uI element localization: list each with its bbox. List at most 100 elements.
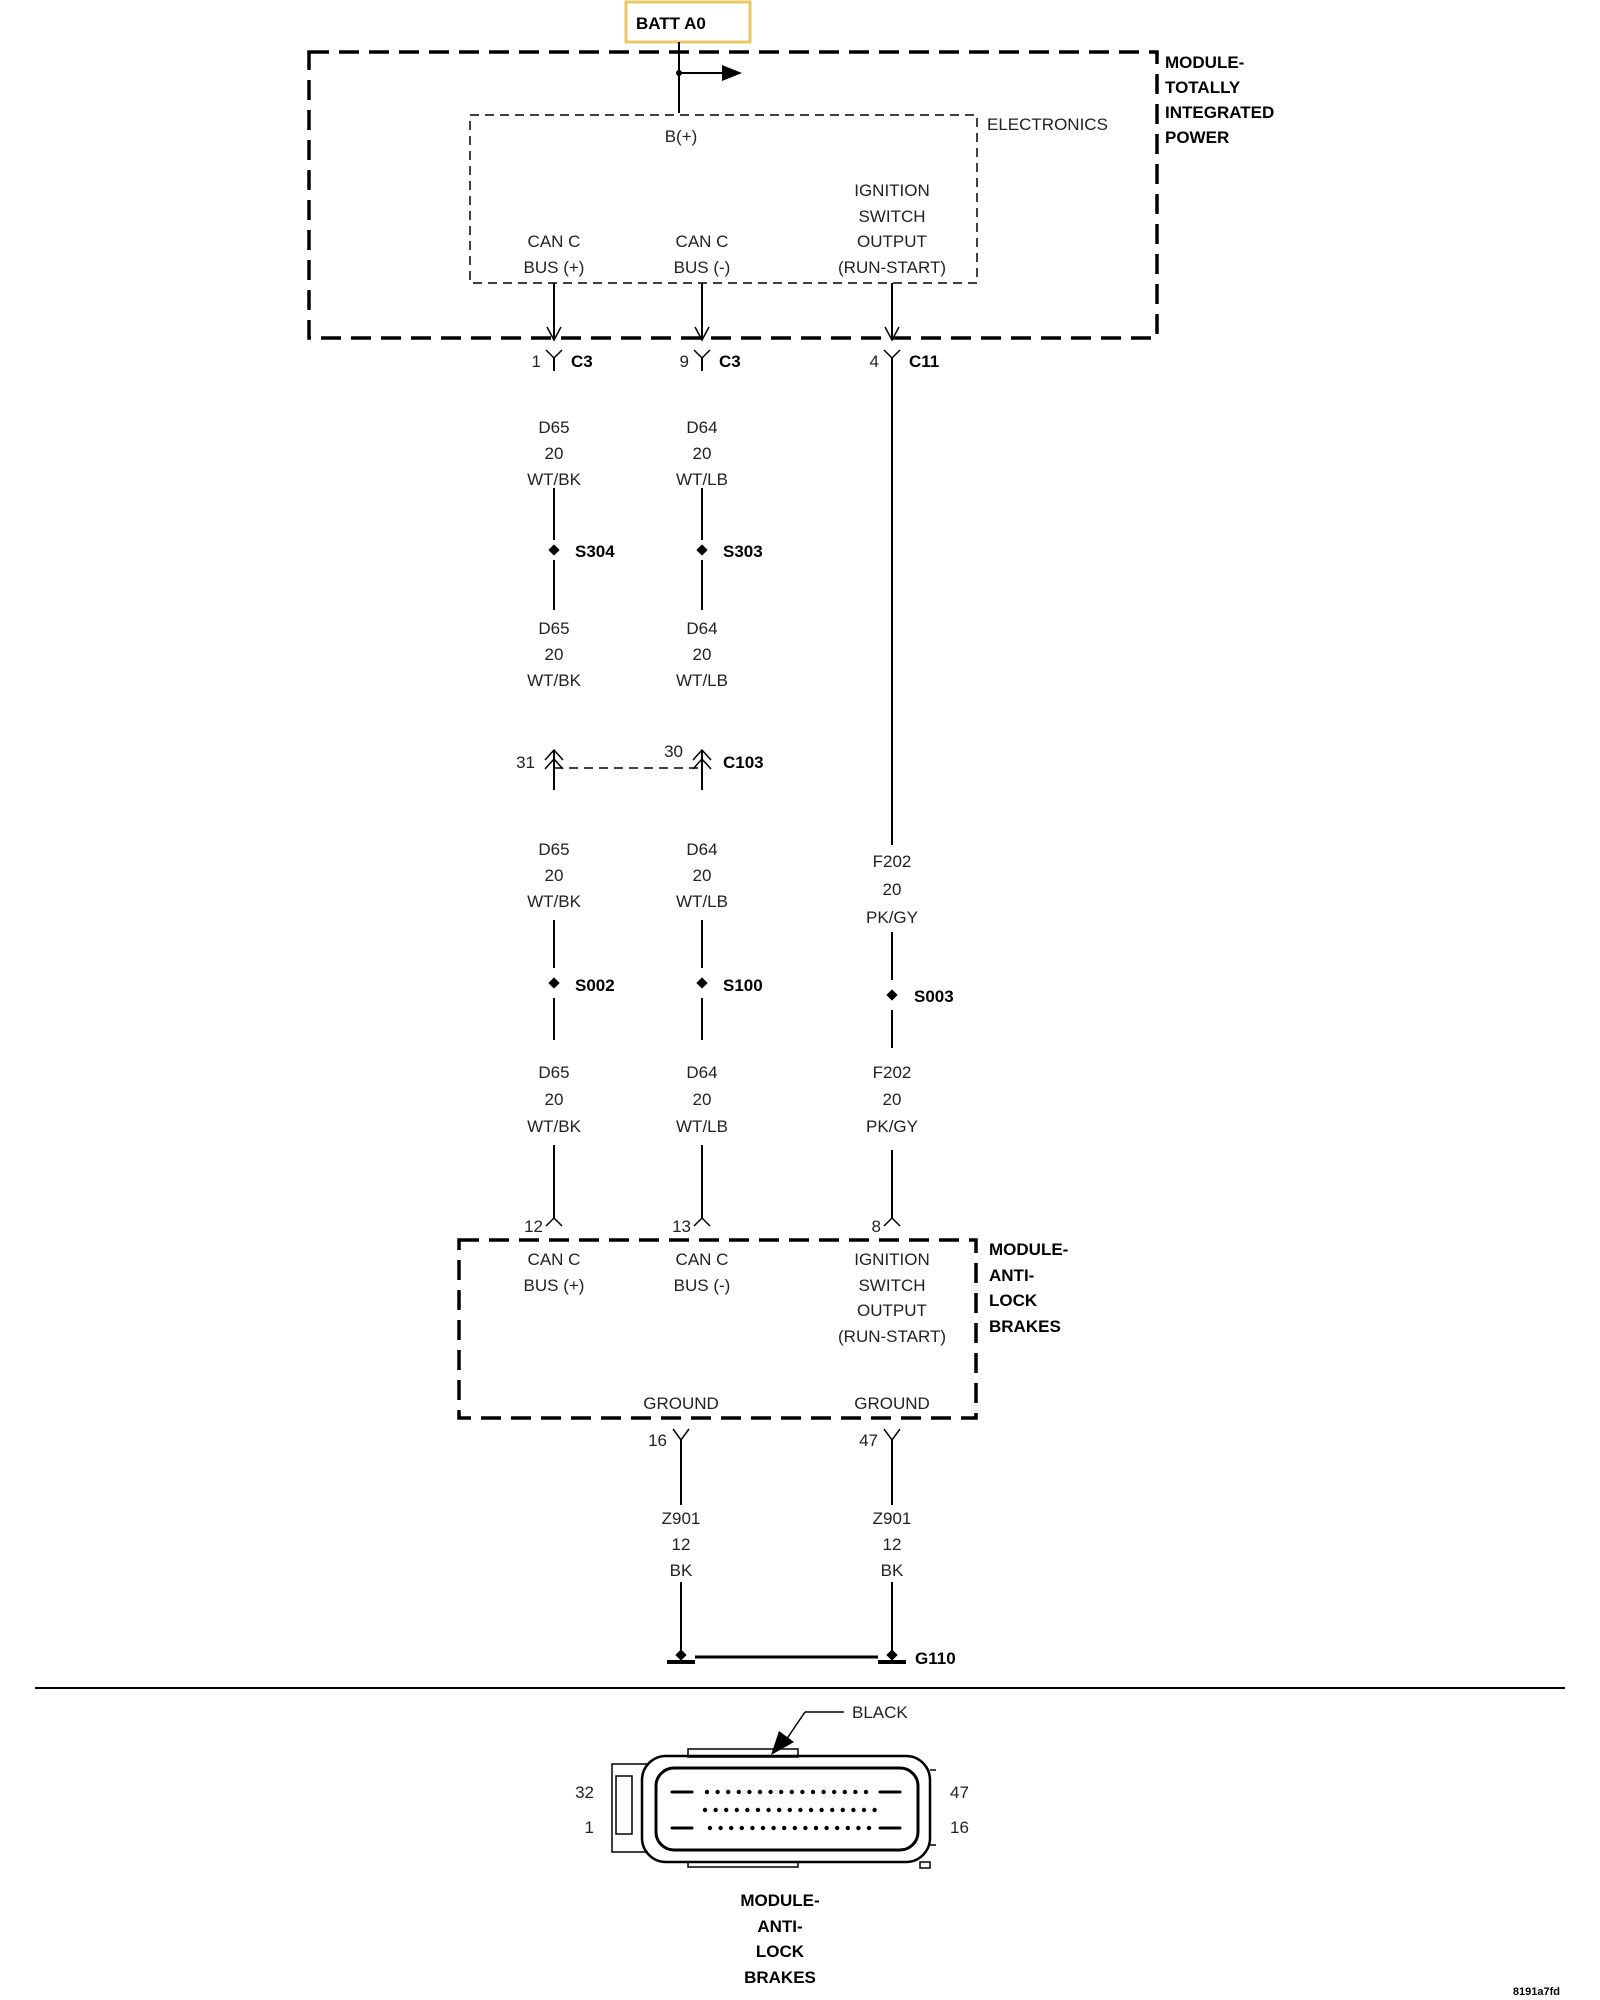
connector-pin-dot bbox=[768, 1789, 773, 1795]
svg-text:BRAKES: BRAKES bbox=[989, 1317, 1061, 1336]
connector-pin-dot bbox=[872, 1807, 877, 1813]
connector-pin-dot bbox=[766, 1807, 771, 1813]
wire-d64 bbox=[693, 283, 711, 1227]
connector-pin-dot bbox=[824, 1825, 829, 1831]
svg-text:20: 20 bbox=[545, 1090, 564, 1109]
svg-text:D65: D65 bbox=[538, 1063, 569, 1082]
connector-pin-4: 4 bbox=[870, 352, 879, 371]
svg-text:BUS (-): BUS (-) bbox=[674, 1276, 731, 1295]
connector-pin-dot bbox=[835, 1825, 840, 1831]
splice-s003-label: S003 bbox=[914, 987, 954, 1006]
z901-label-2: Z901 12 BK bbox=[873, 1509, 912, 1580]
c103-pin-30: 30 bbox=[664, 742, 683, 761]
wire-z901-2 bbox=[883, 1428, 901, 1650]
f202-label-2: F202 20 PK/GY bbox=[866, 1063, 918, 1136]
d65-label-3: D65 20 WT/BK bbox=[527, 840, 581, 911]
connector-pin-dot bbox=[813, 1825, 819, 1831]
connector-pin-dot bbox=[808, 1807, 814, 1813]
svg-text:Z901: Z901 bbox=[873, 1509, 912, 1528]
svg-text:MODULE-: MODULE- bbox=[740, 1891, 819, 1910]
connector-c3-a: C3 bbox=[571, 352, 593, 371]
connector-pin-dot bbox=[755, 1807, 761, 1813]
connector-view-title: MODULE- ANTI- LOCK BRAKES bbox=[740, 1891, 819, 1987]
svg-text:CAN C: CAN C bbox=[528, 232, 581, 251]
d64-label-2: D64 20 WT/LB bbox=[676, 619, 728, 690]
svg-text:20: 20 bbox=[693, 444, 712, 463]
battery-feed bbox=[676, 42, 742, 113]
svg-text:D64: D64 bbox=[686, 619, 717, 638]
abs-ignition-label: IGNITION SWITCH OUTPUT (RUN-START) bbox=[838, 1250, 946, 1346]
svg-text:20: 20 bbox=[693, 1090, 712, 1109]
battery-label-box bbox=[624, 0, 752, 44]
svg-text:20: 20 bbox=[883, 1090, 902, 1109]
splice-s304 bbox=[548, 544, 560, 556]
connector-pin-dot bbox=[739, 1825, 744, 1831]
connector-pin-dot bbox=[845, 1825, 850, 1831]
svg-text:BRAKES: BRAKES bbox=[744, 1968, 816, 1987]
splice-s003 bbox=[886, 989, 898, 1001]
splice-s304-label: S304 bbox=[575, 542, 615, 561]
svg-text:D64: D64 bbox=[686, 840, 717, 859]
connector-pins bbox=[670, 1789, 902, 1831]
ground-g110 bbox=[667, 1649, 906, 1664]
svg-text:BUS (+): BUS (+) bbox=[524, 258, 585, 277]
connector-pin-47-label: 47 bbox=[950, 1783, 969, 1802]
splice-s002-label: S002 bbox=[575, 976, 615, 995]
ground-g110-label: G110 bbox=[915, 1649, 956, 1668]
z901-label-1: Z901 12 BK bbox=[662, 1509, 701, 1580]
abs-pin-16: 16 bbox=[648, 1431, 667, 1450]
connector-pin-dot bbox=[777, 1807, 782, 1813]
splice-s100-label: S100 bbox=[723, 976, 763, 995]
svg-text:PK/GY: PK/GY bbox=[866, 1117, 918, 1136]
abs-can-neg-label: CAN C BUS (-) bbox=[674, 1250, 731, 1295]
connector-color-label: BLACK bbox=[852, 1703, 908, 1722]
connector-pin-dot bbox=[792, 1825, 797, 1831]
svg-text:ANTI-: ANTI- bbox=[989, 1266, 1034, 1285]
connector-pin-dot bbox=[787, 1807, 792, 1813]
wire-z901-1 bbox=[672, 1428, 690, 1650]
d65-label-1: D65 20 WT/BK bbox=[527, 418, 581, 489]
svg-text:WT/LB: WT/LB bbox=[676, 470, 728, 489]
svg-text:WT/BK: WT/BK bbox=[527, 671, 581, 690]
connector-c3-b: C3 bbox=[719, 352, 741, 371]
abs-pin-13: 13 bbox=[672, 1217, 691, 1236]
svg-text:IGNITION: IGNITION bbox=[854, 1250, 930, 1269]
connector-pin-dot bbox=[702, 1807, 708, 1813]
connector-pin-dot bbox=[745, 1807, 750, 1813]
connector-pin-dot bbox=[704, 1789, 710, 1795]
abs-pin-12: 12 bbox=[524, 1217, 543, 1236]
connector-pin-dot bbox=[713, 1807, 718, 1813]
svg-text:PK/GY: PK/GY bbox=[866, 908, 918, 927]
connector-pin-dot bbox=[863, 1789, 869, 1795]
svg-text:D64: D64 bbox=[686, 418, 717, 437]
connector-pin-1-label: 1 bbox=[585, 1818, 594, 1837]
electronics-label: ELECTRONICS bbox=[987, 115, 1108, 134]
svg-text:20: 20 bbox=[545, 444, 564, 463]
svg-text:12: 12 bbox=[883, 1535, 902, 1554]
svg-text:CAN C: CAN C bbox=[676, 1250, 729, 1269]
svg-text:IGNITION: IGNITION bbox=[854, 181, 930, 200]
tip-can-pos-label: CAN C BUS (+) bbox=[524, 232, 585, 277]
splice-s100 bbox=[696, 977, 708, 989]
svg-text:20: 20 bbox=[693, 645, 712, 664]
svg-text:Z901: Z901 bbox=[662, 1509, 701, 1528]
svg-text:(RUN-START): (RUN-START) bbox=[838, 1327, 946, 1346]
svg-text:MODULE-: MODULE- bbox=[989, 1240, 1068, 1259]
connector-pin-dot bbox=[861, 1807, 867, 1813]
abs-pin-47: 47 bbox=[859, 1431, 878, 1450]
connector-pin-dot bbox=[851, 1807, 856, 1813]
bplus-label: B(+) bbox=[665, 127, 698, 146]
splice-s002 bbox=[548, 977, 560, 989]
f202-label-1: F202 20 PK/GY bbox=[866, 852, 918, 927]
connector-pin-dot bbox=[729, 1825, 734, 1831]
svg-text:12: 12 bbox=[672, 1535, 691, 1554]
splice-s303-label: S303 bbox=[723, 542, 763, 561]
svg-text:BUS (+): BUS (+) bbox=[524, 1276, 585, 1295]
figure-id: 8191a7fd bbox=[1513, 1986, 1560, 1998]
svg-text:POWER: POWER bbox=[1165, 128, 1229, 147]
abs-can-pos-label: CAN C BUS (+) bbox=[524, 1250, 585, 1295]
svg-text:OUTPUT: OUTPUT bbox=[857, 232, 927, 251]
svg-text:ANTI-: ANTI- bbox=[757, 1917, 802, 1936]
d64-label-3: D64 20 WT/LB bbox=[676, 840, 728, 911]
